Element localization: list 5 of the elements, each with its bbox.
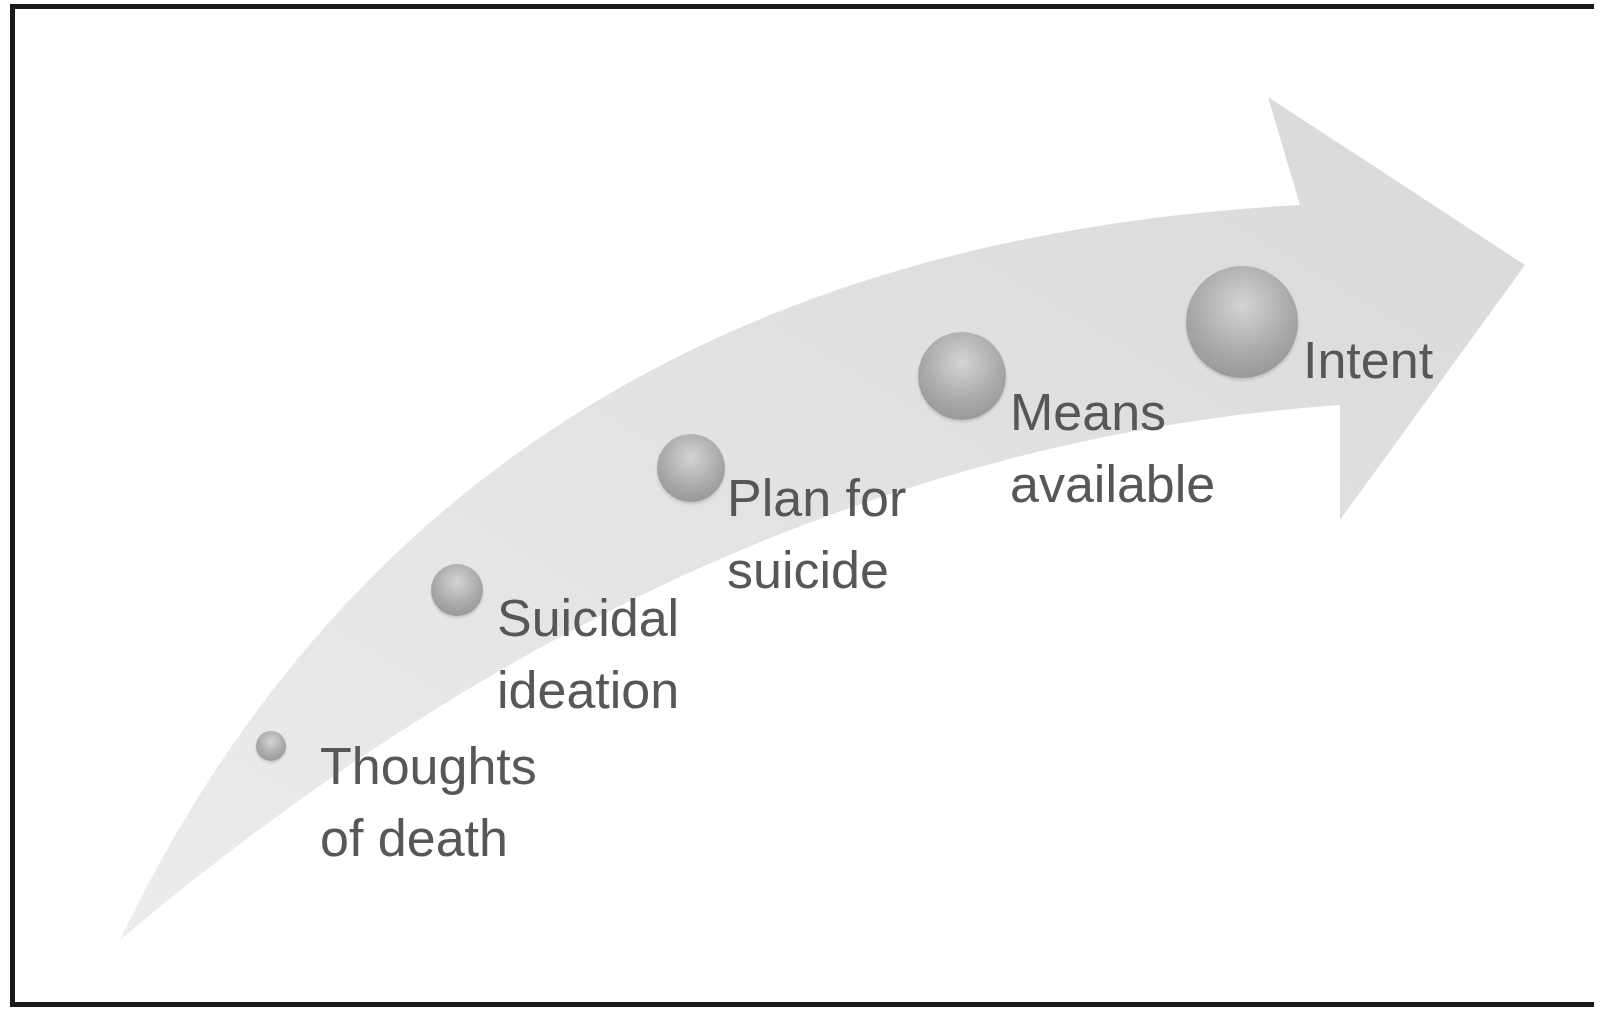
step-label: Intent (1303, 330, 1435, 391)
step-label: Means available (1010, 382, 1217, 515)
step-label: Suicidal ideation (497, 588, 681, 721)
step-label: Plan for suicide (727, 468, 908, 601)
step-label: Thoughts of death (320, 736, 538, 869)
